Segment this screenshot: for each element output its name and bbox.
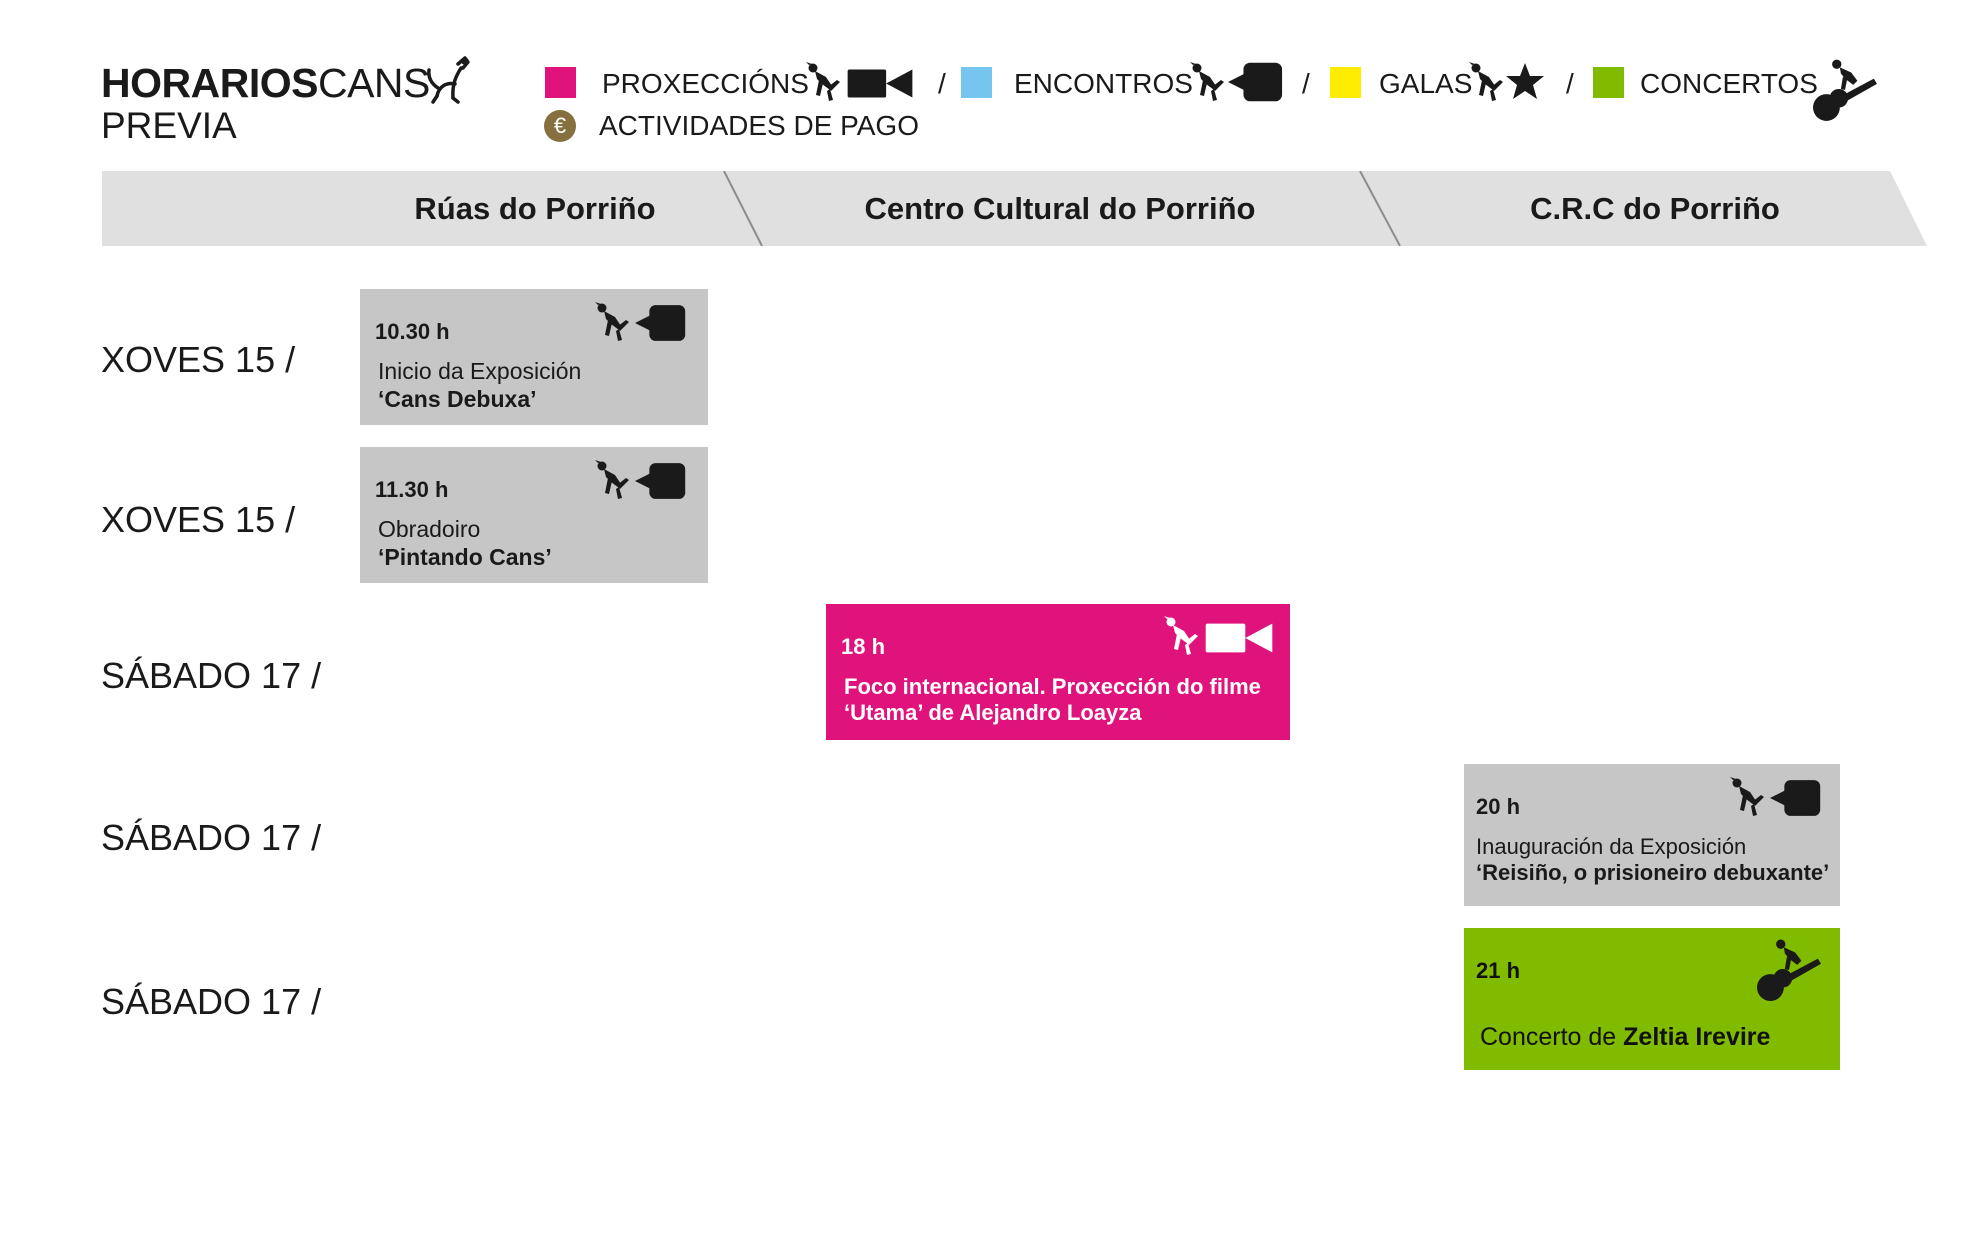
speech-bubble-icon (635, 303, 687, 343)
legend-swatch-encontros (961, 67, 992, 98)
dog-icon (1188, 62, 1226, 102)
event-description: Concerto de Zeltia Irevire (1480, 1022, 1836, 1052)
dog-icon (593, 460, 631, 500)
speech-bubble-icon (1228, 60, 1284, 104)
day-label: XOVES 15 / (101, 339, 296, 380)
dog-icon (804, 62, 842, 102)
event-title: ‘Pintando Cans’ (378, 544, 552, 570)
legend-swatch-concertos (1593, 67, 1624, 98)
legend-label-encontros: ENCONTROS (1014, 68, 1193, 99)
day-label: XOVES 15 / (101, 499, 296, 540)
venue-label-crc: C.R.C do Porriño (1530, 191, 1780, 226)
dog-guitar-icon (1754, 938, 1824, 1002)
legend-label-paid: ACTIVIDADES DE PAGO (599, 110, 919, 141)
day-label: SÁBADO 17 / (101, 981, 322, 1022)
dog-icon (427, 56, 470, 104)
event-card[interactable]: 18 h Foco internacional. Proxección do f… (826, 604, 1290, 740)
dog-icon (1162, 616, 1200, 656)
page-title: HORARIOSCANS (101, 60, 430, 106)
event-time: 18 h (841, 634, 886, 659)
event-description: Inicio da Exposición ‘Cans Debuxa’ (378, 357, 698, 413)
speech-bubble-icon (635, 461, 687, 501)
event-title: ‘Utama’ de Alejandro Loayza (844, 700, 1142, 725)
event-line: Foco internacional. Proxección do filme (844, 674, 1261, 699)
event-title: Zeltia Irevire (1623, 1023, 1771, 1051)
legend-label-galas: GALAS (1379, 68, 1473, 99)
event-title: ‘Cans Debuxa’ (378, 386, 537, 412)
event-line: Inauguración da Exposición (1476, 834, 1747, 859)
title-bold: HORARIOS (101, 60, 318, 106)
event-line: Inicio da Exposición (378, 358, 582, 384)
page-subtitle: PREVIA (101, 105, 237, 146)
legend-swatch-galas (1330, 67, 1361, 98)
legend-label-proxeccions: PROXECCIÓNS (602, 68, 809, 99)
legend-separator: / (938, 68, 946, 99)
dog-icon (1467, 62, 1505, 102)
event-description: Inauguración da Exposición ‘Reisiño, o p… (1476, 834, 1836, 886)
speech-bubble-icon (1770, 778, 1822, 818)
euro-coin-icon: € (544, 110, 576, 142)
dog-icon (593, 302, 631, 342)
legend-label-concertos: CONCERTOS (1640, 68, 1818, 99)
venue-label-ruas: Rúas do Porriño (414, 191, 656, 226)
movie-camera-icon (1202, 620, 1276, 656)
event-time: 21 h (1476, 958, 1521, 983)
day-label: SÁBADO 17 / (101, 655, 322, 696)
event-line: Concerto de (1480, 1023, 1624, 1051)
event-time: 11.30 h (375, 477, 449, 502)
event-description: Obradoiro ‘Pintando Cans’ (378, 515, 698, 571)
event-line: Obradoiro (378, 516, 481, 542)
event-card[interactable]: 21 h Concerto de Zeltia Irevire (1464, 928, 1840, 1070)
event-card[interactable]: 10.30 h Inicio da Exposición ‘Cans Debux… (360, 289, 708, 425)
event-time: 10.30 h (375, 319, 450, 344)
venue-header-band (102, 171, 1927, 246)
day-label: SÁBADO 17 / (101, 817, 322, 858)
event-time: 20 h (1476, 794, 1521, 819)
legend-separator: / (1566, 68, 1574, 99)
event-description: Foco internacional. Proxección do filme … (844, 674, 1284, 726)
event-title: ‘Reisiño, o prisioneiro debuxante’ (1476, 860, 1830, 885)
event-card[interactable]: 11.30 h Obradoiro ‘Pintando Cans’ (360, 447, 708, 583)
legend-swatch-proxeccions (545, 67, 576, 98)
title-regular: CANS (317, 60, 430, 106)
legend-separator: / (1302, 68, 1310, 99)
star-icon (1504, 62, 1546, 102)
event-card[interactable]: 20 h Inauguración da Exposición ‘Reisiño… (1464, 764, 1840, 906)
dog-guitar-icon (1812, 58, 1878, 122)
venue-label-centro-cultural: Centro Cultural do Porriño (864, 191, 1256, 226)
dog-icon (1728, 777, 1766, 817)
movie-camera-icon (844, 66, 916, 101)
